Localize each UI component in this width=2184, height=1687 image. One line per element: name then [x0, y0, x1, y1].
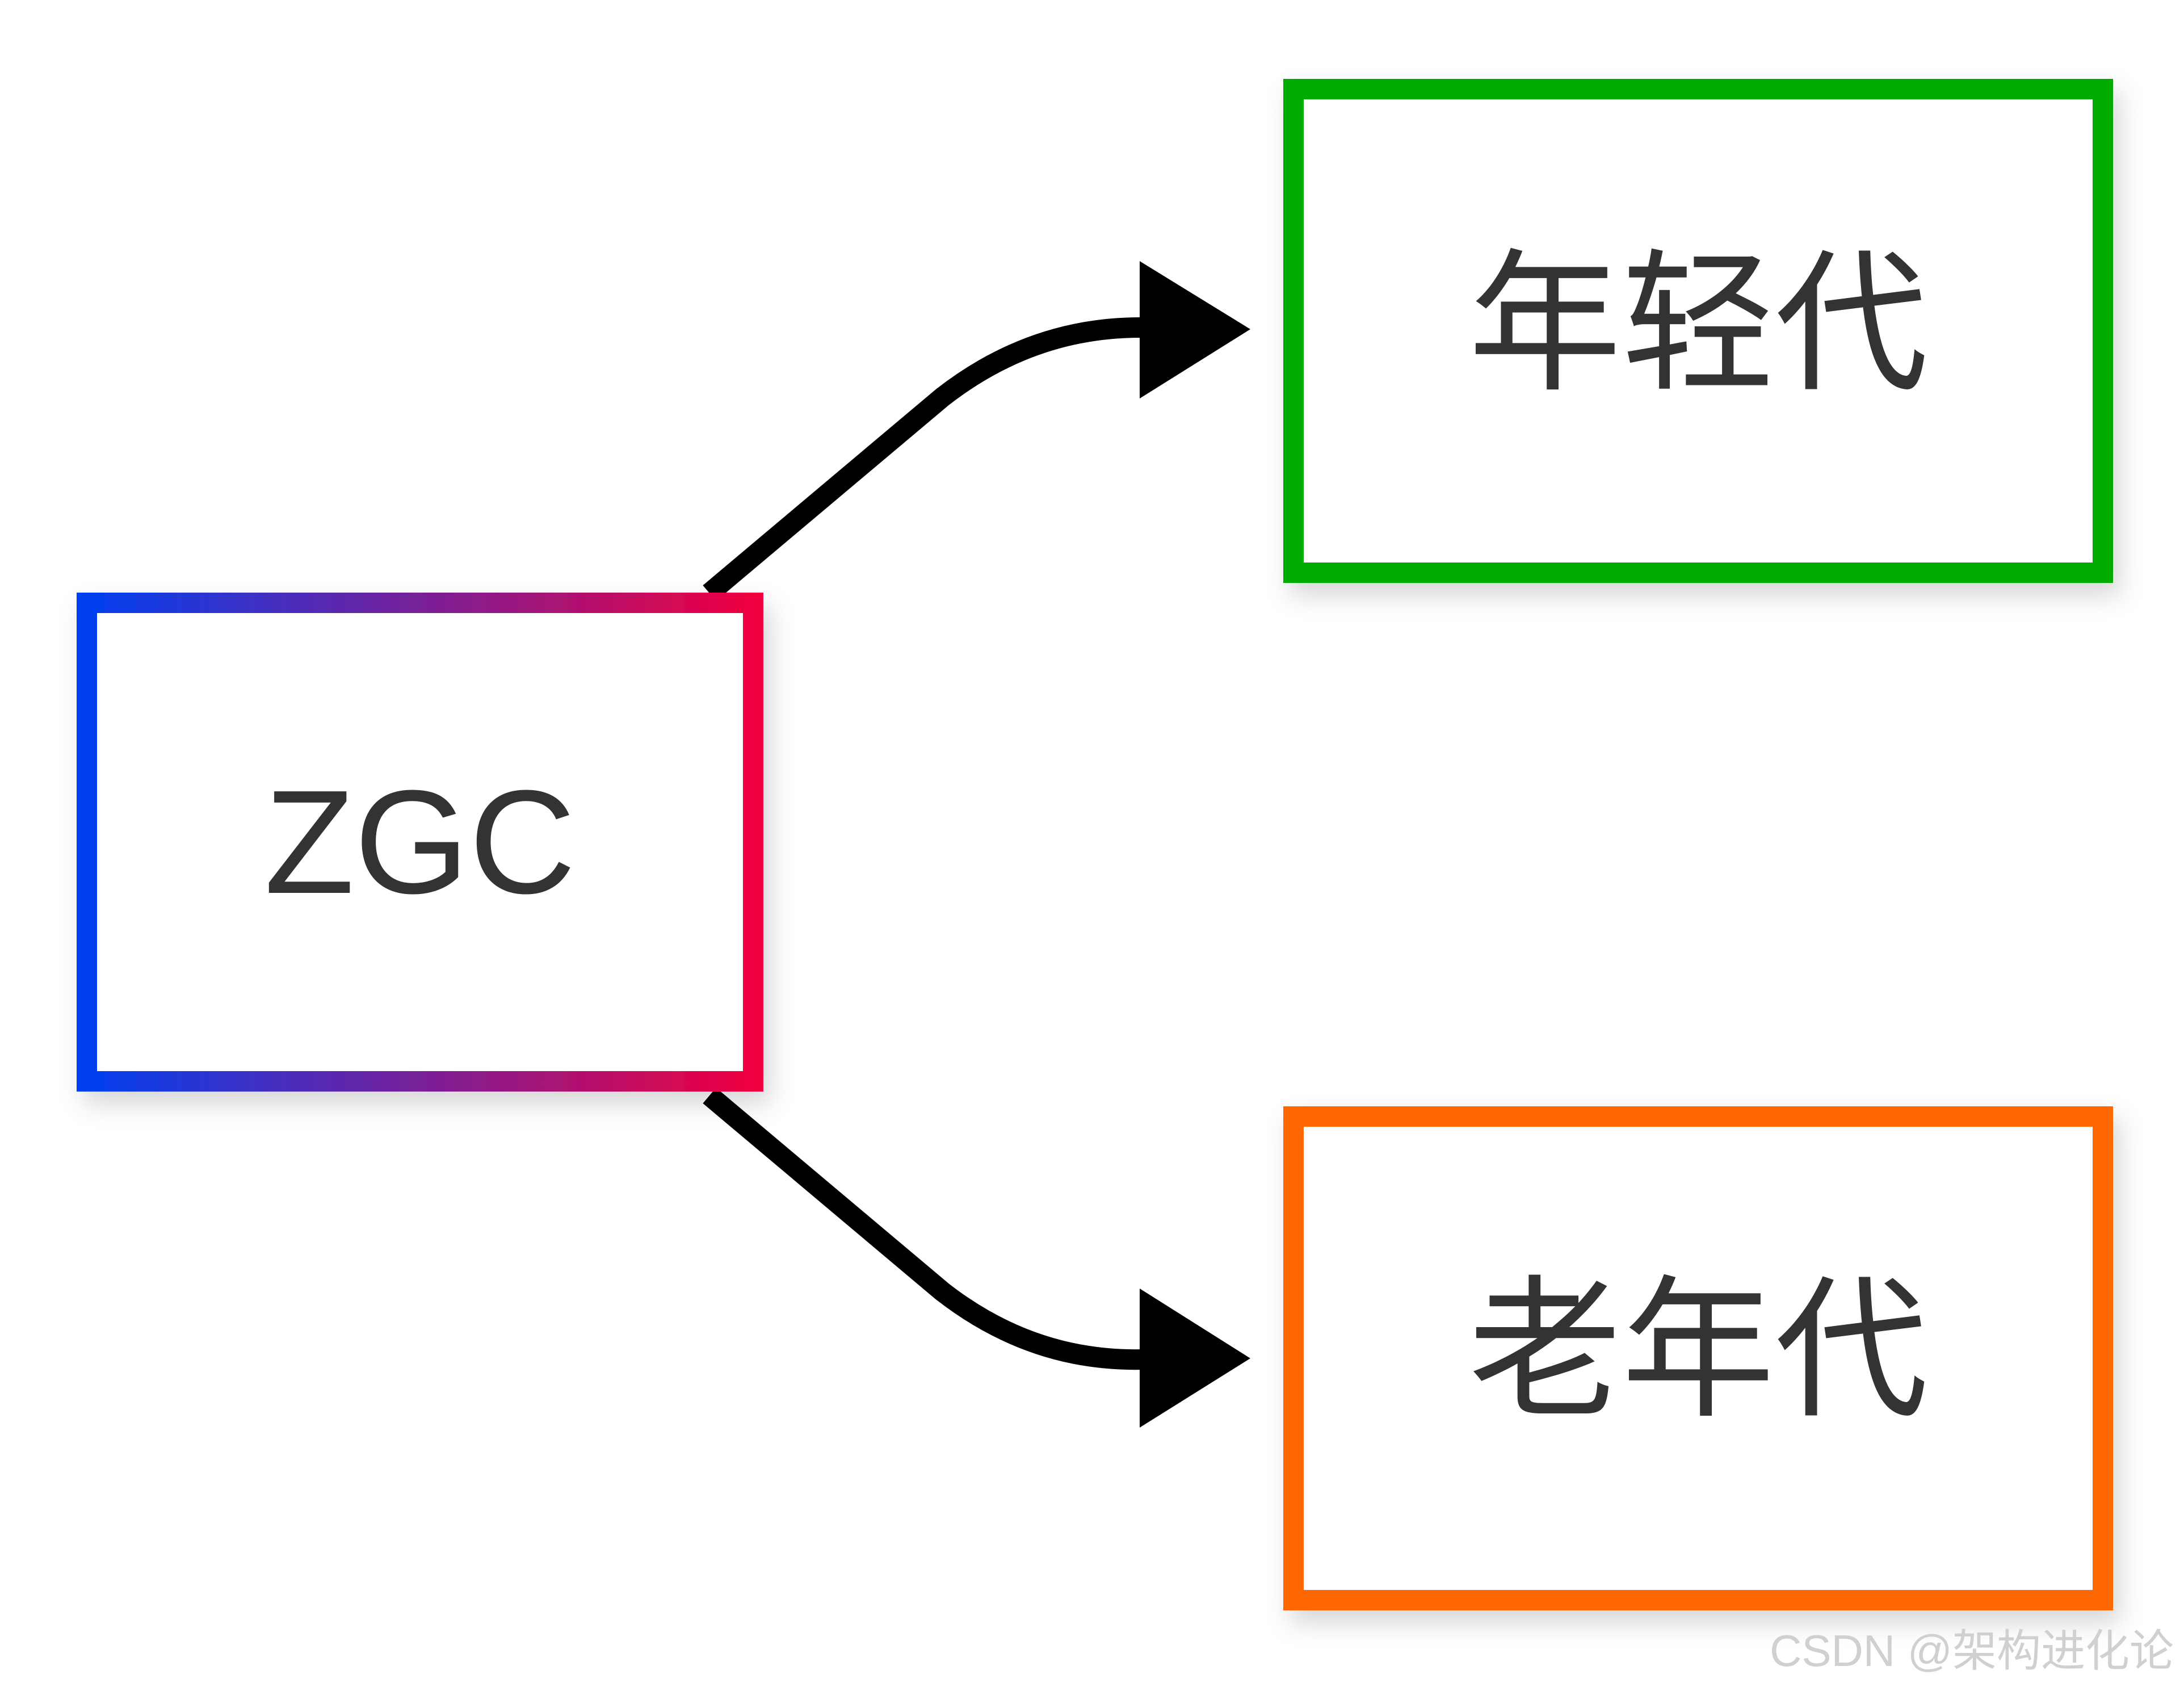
node-young-generation-label: 年轻代	[1468, 240, 1928, 410]
node-old-generation-box	[1283, 1106, 2113, 1610]
edge-zgc-to-young-line	[703, 317, 1144, 601]
node-young-generation: 年轻代	[1283, 79, 2113, 583]
edge-zgc-to-old-line	[703, 1088, 1144, 1370]
node-old-generation-label: 老年代	[1468, 1266, 1928, 1437]
edge-zgc-to-old-arrowhead	[1140, 1289, 1250, 1428]
node-young-generation-box	[1283, 79, 2113, 583]
node-zgc: ZGC	[77, 593, 763, 1092]
watermark-text: CSDN @架构进化论	[1770, 1626, 2174, 1676]
node-zgc-label: ZGC	[264, 760, 576, 925]
node-old-generation: 老年代	[1283, 1106, 2113, 1610]
edge-zgc-to-old	[703, 1088, 1250, 1428]
node-zgc-box	[77, 593, 763, 1092]
edge-zgc-to-young	[703, 261, 1250, 601]
edge-zgc-to-young-arrowhead	[1140, 261, 1250, 398]
